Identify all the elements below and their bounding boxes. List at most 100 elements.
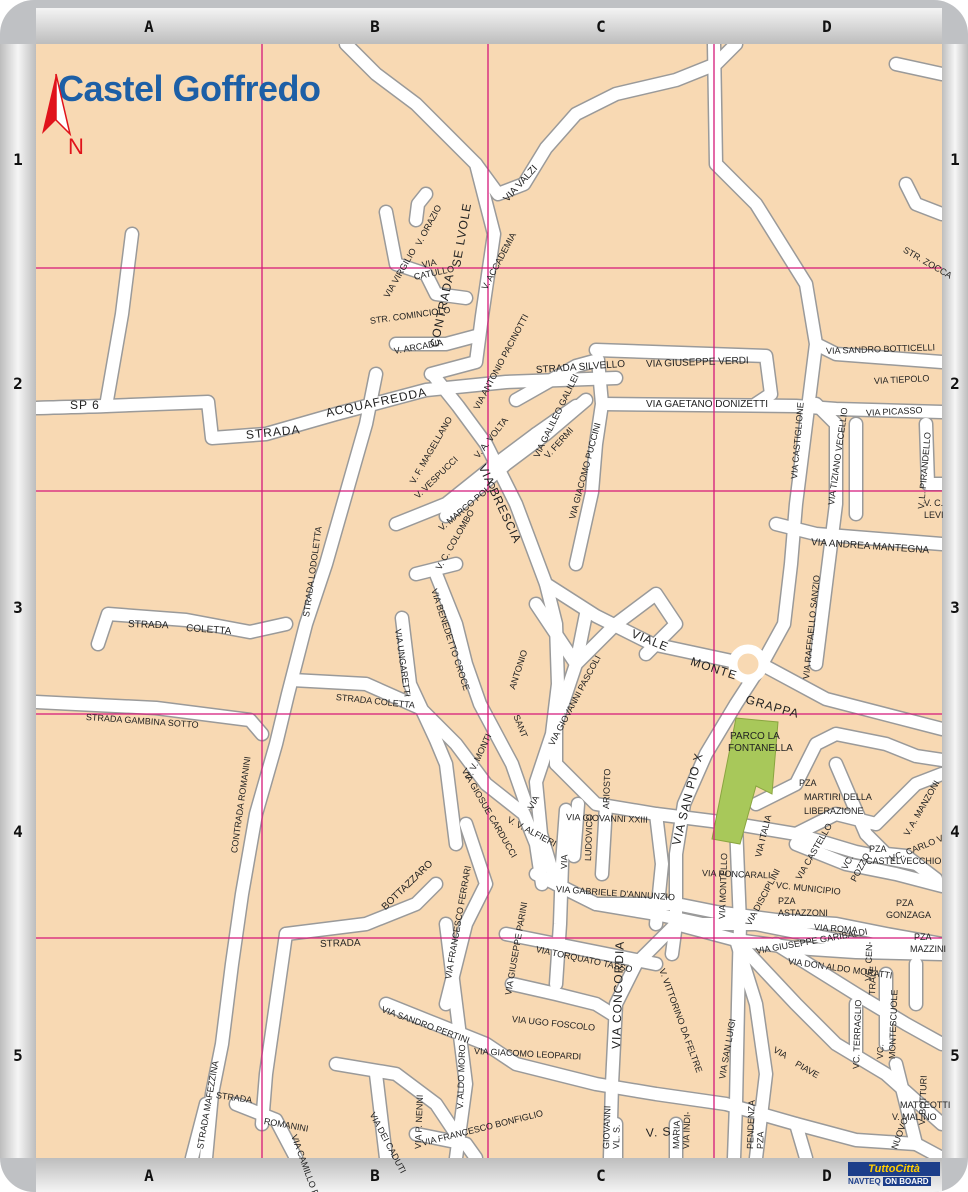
road bbox=[770, 518, 942, 550]
road bbox=[750, 728, 942, 810]
street-label: PZA bbox=[799, 778, 817, 788]
street-label: PZA bbox=[755, 1131, 766, 1150]
road bbox=[470, 44, 742, 200]
street-label: VIA INDI- bbox=[681, 1111, 693, 1150]
road bbox=[550, 608, 592, 770]
road bbox=[256, 928, 292, 1130]
road bbox=[36, 372, 622, 444]
road bbox=[330, 1058, 462, 1140]
row-label-4: 4 bbox=[13, 822, 23, 841]
road bbox=[604, 918, 682, 1158]
road bbox=[396, 612, 462, 850]
road bbox=[510, 354, 608, 570]
road bbox=[36, 228, 138, 414]
column-label-d-bottom: D bbox=[822, 1166, 832, 1185]
street-label: VIA CONCORDIA bbox=[609, 940, 627, 1050]
street-label: VIA GAETANO DONIZETTI bbox=[646, 399, 769, 410]
row-label-1: 1 bbox=[13, 150, 23, 169]
street-label: LUDOVICO bbox=[583, 813, 595, 862]
row-label-2: 2 bbox=[13, 374, 23, 393]
logo-provider: NAVTEQ ON BOARD bbox=[848, 1176, 940, 1188]
road bbox=[530, 588, 682, 670]
row-label-5-right: 5 bbox=[950, 1046, 960, 1065]
street-label: V. MALINO bbox=[892, 1112, 937, 1122]
street-label: GONZAGA bbox=[886, 910, 932, 920]
row-header-bar-right bbox=[942, 44, 968, 1158]
roundabout bbox=[728, 644, 768, 684]
road bbox=[568, 798, 584, 862]
row-label-4-right: 4 bbox=[950, 822, 960, 841]
road bbox=[728, 818, 746, 1158]
road bbox=[890, 1058, 942, 1158]
street-label: STRADA bbox=[319, 937, 361, 950]
street-label: PZA bbox=[896, 898, 914, 908]
column-label-b-bottom: B bbox=[370, 1166, 380, 1185]
road bbox=[428, 370, 942, 735]
column-label-b: B bbox=[370, 17, 380, 36]
street-label: STRADA bbox=[127, 619, 169, 632]
road bbox=[790, 838, 942, 892]
road bbox=[810, 398, 842, 670]
road bbox=[530, 400, 582, 440]
street-label: PZA bbox=[778, 896, 796, 906]
street-label: LEVI bbox=[924, 510, 944, 520]
road bbox=[708, 44, 822, 670]
road bbox=[790, 1118, 812, 1158]
street-label: PZA bbox=[914, 932, 932, 942]
column-label-d: D bbox=[822, 17, 832, 36]
map-title: Castel Goffredo bbox=[58, 68, 321, 109]
column-label-c: C bbox=[596, 17, 606, 36]
road bbox=[410, 558, 462, 580]
column-footer-bar bbox=[36, 1158, 942, 1192]
street-label: MARTIRI DELLA bbox=[804, 792, 872, 802]
street-label: CASTELVECCHIO bbox=[866, 856, 942, 866]
road bbox=[920, 418, 942, 490]
road bbox=[410, 1128, 482, 1158]
road bbox=[650, 808, 668, 930]
road bbox=[390, 330, 482, 350]
logo-provider-name: NAVTEQ bbox=[848, 1177, 881, 1186]
road bbox=[550, 804, 572, 990]
street-label: VL. S. bbox=[611, 1124, 622, 1150]
street-label: VIA bbox=[559, 854, 570, 870]
row-label-3: 3 bbox=[13, 598, 23, 617]
road bbox=[370, 1068, 392, 1158]
road bbox=[790, 768, 942, 840]
street-label: MAZZINI bbox=[910, 944, 946, 954]
street-label: TRALE bbox=[867, 965, 879, 996]
road bbox=[430, 568, 532, 810]
road bbox=[410, 188, 432, 226]
north-arrow-icon bbox=[42, 73, 72, 137]
road bbox=[230, 1098, 302, 1158]
road bbox=[380, 206, 472, 304]
row-label-1-right: 1 bbox=[950, 150, 960, 169]
road bbox=[340, 44, 500, 380]
logo-brand: TuttoCittà bbox=[848, 1162, 940, 1176]
column-header-bar bbox=[36, 8, 942, 44]
tuttocitta-logo: TuttoCittà NAVTEQ ON BOARD bbox=[848, 1162, 940, 1190]
road bbox=[380, 998, 922, 1150]
road bbox=[590, 344, 777, 410]
road bbox=[530, 868, 942, 950]
street-label: SP 6 bbox=[70, 398, 100, 412]
park-label-1: PARCO LA bbox=[730, 731, 780, 742]
column-label-a-bottom: A bbox=[144, 1166, 154, 1185]
row-label-2-right: 2 bbox=[950, 374, 960, 393]
road bbox=[506, 978, 618, 1020]
street-label: ARIOSTO bbox=[601, 768, 613, 810]
road bbox=[900, 178, 942, 220]
road bbox=[500, 928, 662, 970]
street-label: VC. bbox=[875, 1043, 886, 1060]
row-label-5: 5 bbox=[13, 1046, 23, 1065]
street-label: MATTEOTTI bbox=[900, 1100, 951, 1110]
road bbox=[286, 674, 548, 890]
road bbox=[596, 800, 612, 880]
road bbox=[890, 58, 942, 80]
street-label: V. C. bbox=[924, 498, 944, 508]
logo-badge: ON BOARD bbox=[882, 1177, 931, 1186]
park-label-2: FONTANELLA bbox=[728, 743, 793, 754]
road bbox=[810, 338, 942, 368]
road bbox=[670, 918, 942, 960]
